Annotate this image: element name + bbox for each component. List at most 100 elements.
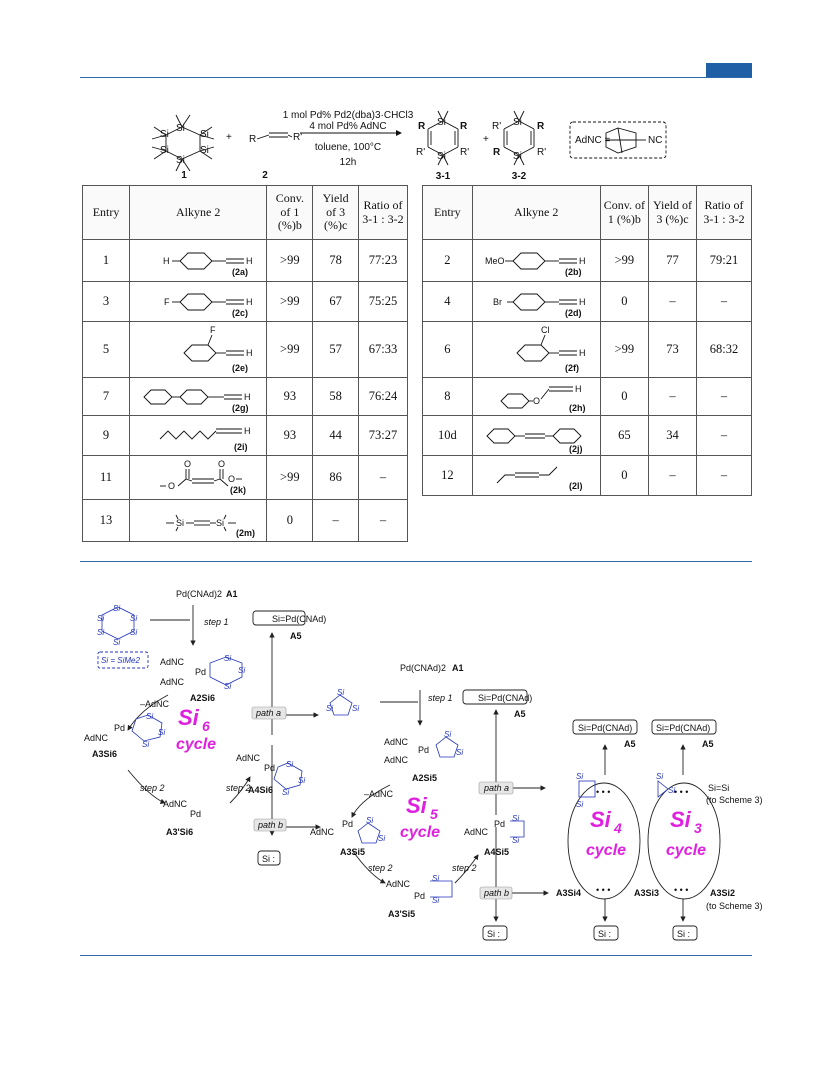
svg-text:A3Si2: A3Si2 [710,888,735,898]
svg-text:AdNC: AdNC [160,657,185,667]
cell-conv: >99 [266,455,314,500]
svg-text:step 2: step 2 [452,863,477,873]
cell-conv: 93 [266,377,314,416]
table-row: 11 O O O O ( [81,455,409,500]
table-row: 12 (2l) 0 – – [422,455,753,496]
svg-text:H: H [246,348,253,358]
header-conv: Conv. of 1 (%)b [599,185,650,240]
svg-text:A3Si4: A3Si4 [556,888,581,898]
svg-text:toluene, 100°C: toluene, 100°C [315,142,381,153]
svg-text:Si: Si [512,836,519,845]
cell-conv: >99 [266,281,314,322]
svg-text:(2b): (2b) [565,267,582,277]
svg-text:(2a): (2a) [232,267,248,277]
alkyne-structure: Cl H (2f) [471,321,601,378]
cell-conv: 0 [599,455,650,496]
svg-text:5: 5 [430,806,438,822]
svg-text:path b: path b [483,888,509,898]
svg-text:AdNC: AdNC [236,753,261,763]
svg-text:1: 1 [181,170,187,181]
table-row: 5 F H (2e) >99 57 67:33 [81,321,409,378]
svg-text:Si: Si [513,117,522,128]
cell-yield: 78 [312,239,359,282]
cell-ratio: – [695,415,753,456]
svg-text:+: + [483,134,489,145]
cell-conv: 0 [599,281,650,322]
svg-text:Si :: Si : [262,854,275,864]
svg-text:H: H [244,426,251,436]
header-ratio: Ratio of 3-1 : 3-2 [357,185,409,240]
svg-text:(2e): (2e) [232,363,248,373]
cell-ratio: 68:32 [695,321,753,378]
table-row: 10d (2j) 65 34 – [422,415,753,456]
svg-text:–AdNC: –AdNC [140,699,170,709]
svg-text:H: H [579,348,586,358]
cell-yield: 57 [312,321,359,378]
svg-text:(to Scheme 3): (to Scheme 3) [706,795,763,805]
cell-ratio: – [695,281,753,322]
svg-text:Si = SiMe2: Si = SiMe2 [101,656,140,665]
svg-text:Si: Si [432,874,439,883]
section-rule-bottom [80,955,752,956]
header-yield: Yield of 3 (%)c [312,185,359,240]
cell-ratio: 73:27 [357,415,409,456]
svg-text:Si :: Si : [677,929,690,939]
alkyne-structure: O H (2h) [471,377,601,416]
cell-entry: 5 [81,321,131,378]
cell-conv: 0 [599,377,650,416]
svg-text:3-2: 3-2 [512,171,527,182]
svg-text:R: R [537,121,545,132]
svg-text:Si: Si [282,788,289,797]
svg-text:Si: Si [576,800,583,809]
cell-ratio: – [695,455,753,496]
alkyne-structure: O O O O (2k) [129,455,268,500]
svg-text:Pd(CNAd)2: Pd(CNAd)2 [176,589,222,599]
svg-text:R': R' [492,121,501,132]
table-row: 6 Cl H (2f) >99 73 68:32 [422,321,753,378]
svg-text:Br: Br [493,297,502,307]
svg-text:Si: Si [444,730,451,739]
svg-text:(2d): (2d) [565,308,582,318]
svg-text:(2i): (2i) [234,442,248,452]
svg-text:Si: Si [456,748,463,757]
svg-text:A1: A1 [226,589,238,599]
results-table-right: Entry Alkyne 2 Conv. of 1 (%)b Yield of … [422,185,753,496]
cell-entry: 12 [422,455,473,496]
svg-text:AdNC: AdNC [384,737,409,747]
cell-ratio: – [357,499,409,542]
svg-text:2: 2 [262,170,268,181]
cell-yield: – [648,455,697,496]
svg-text:Pd: Pd [342,819,353,829]
svg-text:Si: Si [97,614,104,623]
svg-text:H: H [579,256,586,266]
svg-text:step 2: step 2 [368,863,393,873]
header-entry: Entry [81,185,131,240]
table-row: 2 MeO H (2b) >99 77 79:21 [422,239,753,282]
cell-conv: 0 [266,499,314,542]
svg-text:R: R [460,121,468,132]
svg-text:A3Si3: A3Si3 [634,888,659,898]
svg-text:AdNC: AdNC [386,879,411,889]
alkyne-structure: (2j) [471,415,601,456]
svg-text:Si=Pd(CNAd): Si=Pd(CNAd) [656,723,710,733]
svg-text:AdNC: AdNC [384,755,409,765]
header-conv: Conv. of 1 (%)b [266,185,314,240]
svg-text:O: O [168,481,175,491]
svg-text:H: H [575,384,582,394]
table-row: 3 F H (2c) >99 67 75:25 [81,281,409,322]
svg-text:(2j): (2j) [569,444,583,454]
svg-text:(2l): (2l) [569,481,583,491]
svg-text:A5: A5 [290,631,302,641]
cell-entry: 11 [81,455,131,500]
svg-text:A5: A5 [514,709,526,719]
svg-text:(2c): (2c) [232,308,248,318]
svg-text:F: F [210,325,216,335]
cell-entry: 6 [422,321,473,378]
table-row: 13 Si Si (2m) 0 – – [81,499,409,542]
svg-text:Si: Si [146,712,153,721]
mechanism-scheme: Pd(CNAd)2 A1 step 1 AdNC Pd AdNC A2Si6 –… [84,589,763,941]
svg-text:A5: A5 [702,739,714,749]
svg-text:Si: Si [113,638,120,647]
svg-text:(2k): (2k) [230,485,246,495]
